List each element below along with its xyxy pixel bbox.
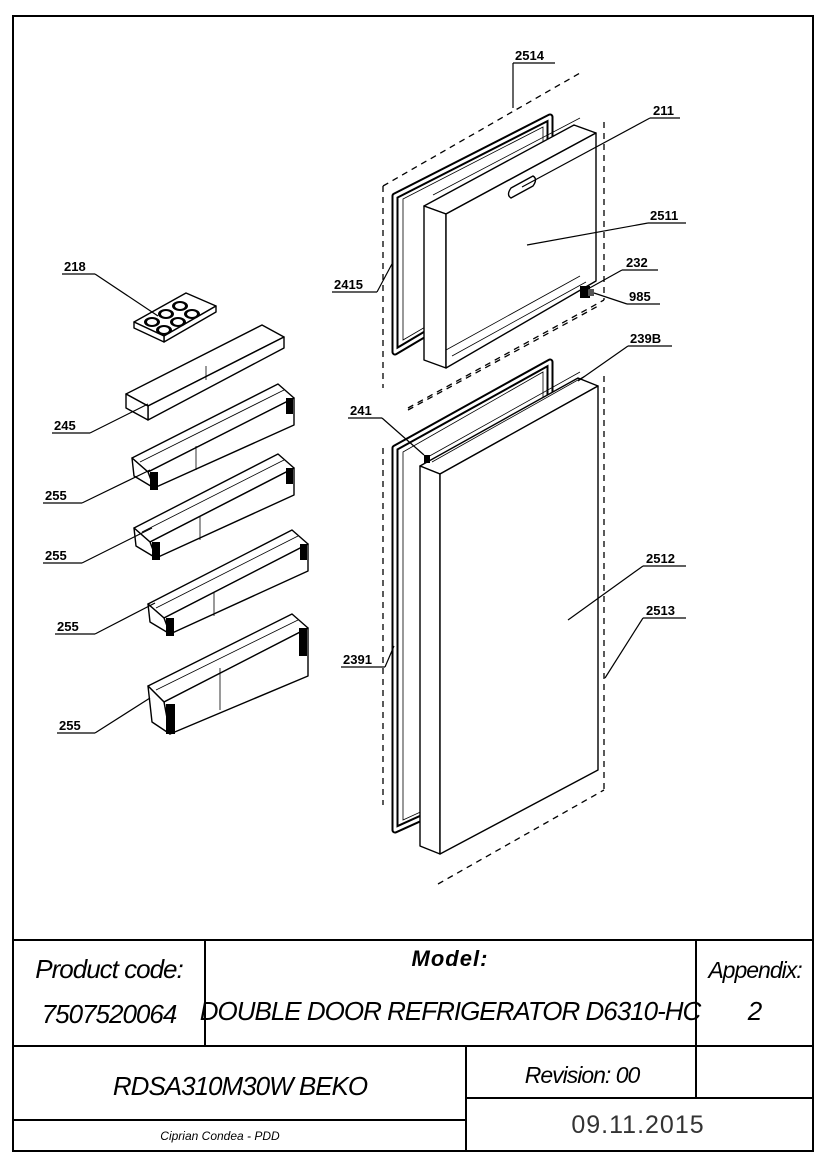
callout-241: 241 (350, 403, 372, 418)
callout-245: 245 (54, 418, 76, 433)
dairy-compartment (125, 324, 285, 421)
door-shelf-3 (147, 529, 309, 636)
model-label: Model: (412, 946, 489, 971)
top-door-panel (423, 117, 597, 369)
product-code-value: 7507520064 (42, 999, 177, 1029)
callout-211: 211 (653, 103, 674, 118)
top-door-dashed-envelope (382, 72, 605, 409)
bottom-door-panel (419, 371, 599, 855)
sheet-border (12, 15, 814, 1152)
author: Ciprian Condea - PDD (160, 1129, 280, 1143)
appendix-value: 2 (747, 996, 763, 1026)
model-value: DOUBLE DOOR REFRIGERATOR D6310-HC (200, 996, 702, 1026)
revision-date: 09.11.2015 (571, 1111, 704, 1139)
egg-tray (133, 292, 217, 343)
callout-255-d: 255 (59, 718, 81, 733)
hinge-pin (580, 286, 594, 298)
callout-labels: 2514 211 2511 218 2415 232 985 239B 241 … (45, 48, 678, 733)
callout-2511: 2511 (650, 208, 678, 223)
callout-255-c: 255 (57, 619, 79, 634)
door-shelf-2 (133, 453, 295, 560)
callout-2512: 2512 (646, 551, 675, 566)
callout-985: 985 (629, 289, 651, 304)
callout-255-b: 255 (45, 548, 67, 563)
callout-leaders (43, 62, 686, 734)
appendix-label: Appendix: (706, 957, 802, 983)
callout-2391: 2391 (343, 652, 372, 667)
door-shelf-1 (131, 383, 295, 490)
revision: Revision: 00 (525, 1062, 641, 1088)
callout-2513: 2513 (646, 603, 675, 618)
callout-239b: 239B (630, 331, 661, 346)
callout-218: 218 (64, 259, 86, 274)
door-shelf-4 (147, 613, 309, 735)
callout-255-a: 255 (45, 488, 67, 503)
title-block: Product code: 7507520064 Model: DOUBLE D… (13, 939, 813, 1151)
callout-232: 232 (626, 255, 648, 270)
model-code: RDSA310M30W BEKO (113, 1071, 368, 1101)
bottom-door-dashed-envelope (382, 304, 605, 885)
product-code-label: Product code: (35, 954, 183, 984)
callout-2514: 2514 (515, 48, 545, 63)
callout-2415: 2415 (334, 277, 363, 292)
